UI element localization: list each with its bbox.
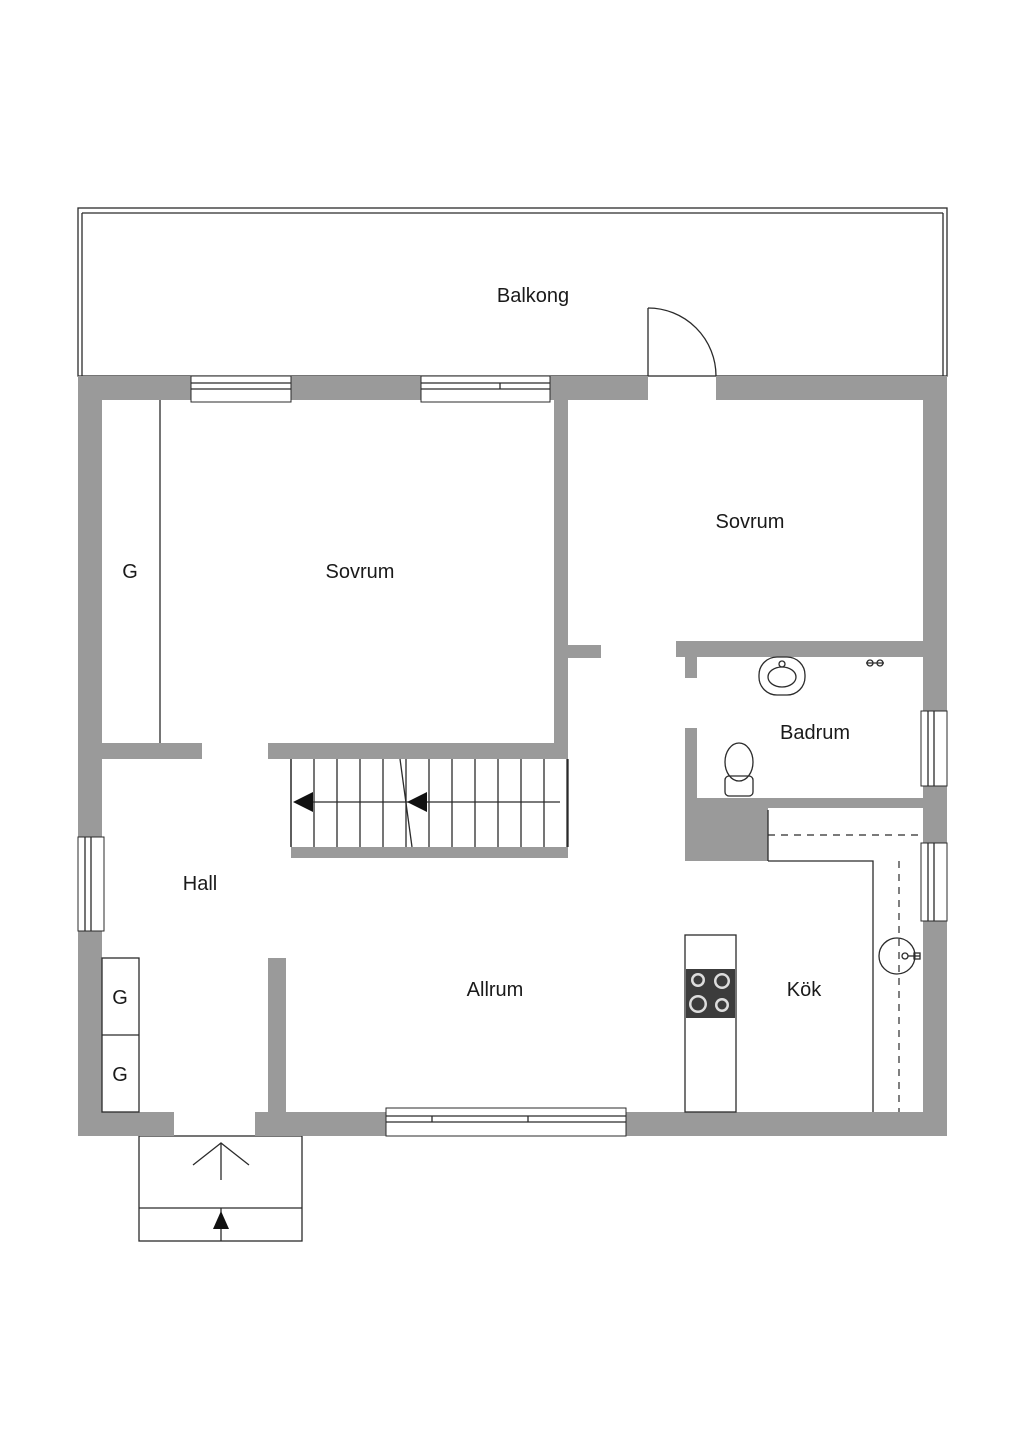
room-label-closet-low: G	[112, 1064, 128, 1086]
kitchen	[684, 810, 923, 1113]
room-label-closet-mid: G	[112, 987, 128, 1009]
stove-icon	[686, 969, 735, 1018]
bathroom-fixtures	[724, 656, 884, 797]
staircase	[290, 758, 569, 848]
sink-icon	[758, 656, 806, 696]
walls	[78, 376, 947, 1136]
kitchen-counter	[684, 934, 737, 1113]
room-labels: Balkong Sovrum Sovrum G G G Badrum Hall …	[112, 285, 850, 1086]
hall-closets	[101, 957, 140, 1113]
room-label-hall: Hall	[183, 873, 217, 895]
room-label-sovrum-left: Sovrum	[326, 561, 395, 583]
stair-arrow-icon	[407, 792, 427, 812]
balcony-door	[647, 307, 717, 377]
balcony	[77, 207, 948, 377]
room-label-sovrum-right: Sovrum	[716, 511, 785, 533]
room-label-kok: Kök	[787, 979, 822, 1001]
windows	[77, 375, 948, 1137]
stair-arrow-icon	[293, 792, 313, 812]
entry-triangle-icon	[213, 1211, 229, 1229]
toilet-icon	[724, 742, 754, 797]
room-label-closet-top: G	[122, 561, 138, 583]
room-label-allrum: Allrum	[467, 979, 524, 1001]
room-label-badrum: Badrum	[780, 722, 850, 744]
kitchen-sink-icon	[878, 937, 921, 975]
shower-icon	[866, 659, 884, 667]
room-label-balkong: Balkong	[497, 285, 569, 307]
entrance-steps	[138, 1135, 303, 1242]
